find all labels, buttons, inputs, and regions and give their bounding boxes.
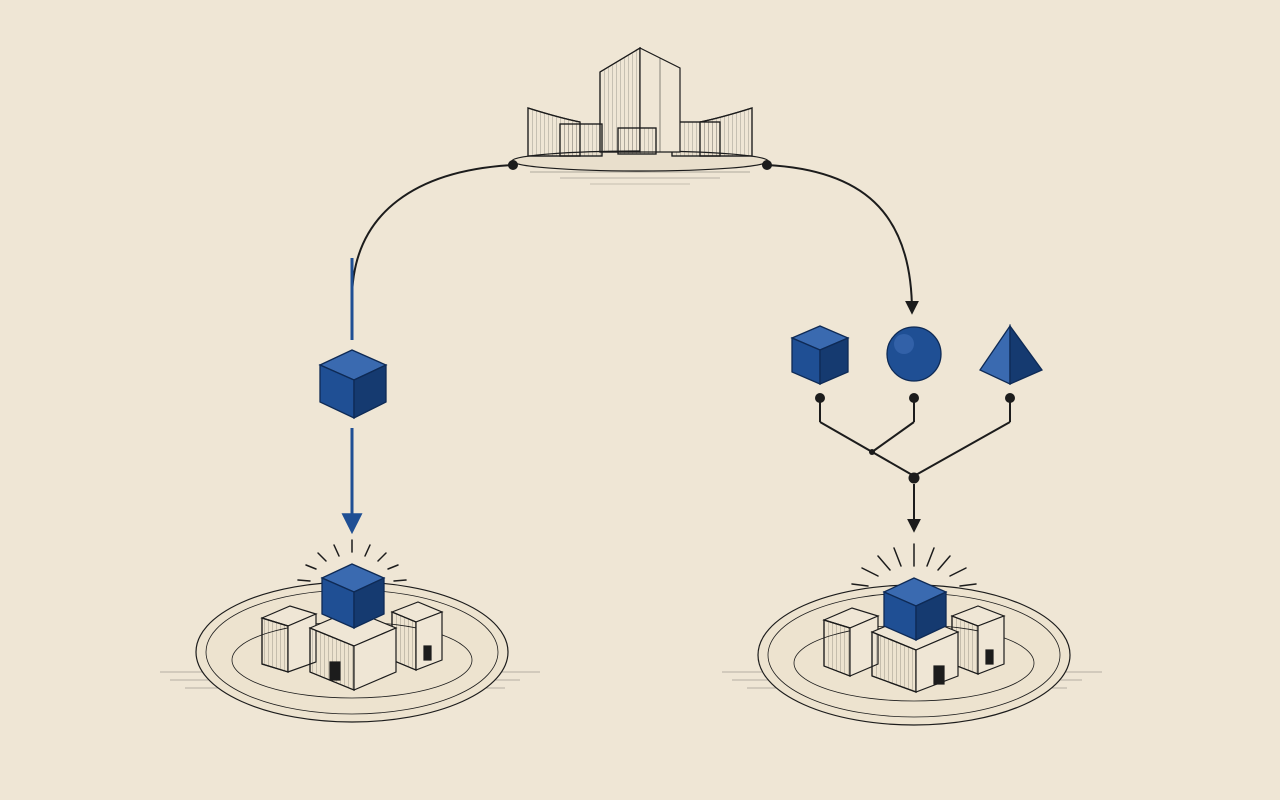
merge-node-dot: [815, 393, 825, 403]
merge-output-dot: [908, 472, 920, 484]
merge-node-dot: [909, 393, 919, 403]
right-curve-arrow: [766, 164, 919, 315]
pyramid-icon: [979, 323, 1044, 386]
cube-icon: [790, 325, 850, 385]
sphere-icon: [886, 326, 942, 382]
highlighted-cube-icon: [320, 563, 386, 630]
town-plaza-icon: [722, 584, 1102, 726]
city-skyline-icon: [511, 46, 769, 185]
town-plaza-icon: [160, 581, 540, 723]
merge-node-dot: [869, 449, 875, 455]
left-curve-line: [351, 164, 514, 301]
tree-merge-icon: [819, 398, 1011, 477]
glow-rays: [851, 543, 977, 587]
glow-rays: [297, 539, 407, 582]
cube-icon: [318, 349, 388, 420]
highlighted-cube-icon: [882, 577, 948, 642]
merge-node-dot: [1005, 393, 1015, 403]
